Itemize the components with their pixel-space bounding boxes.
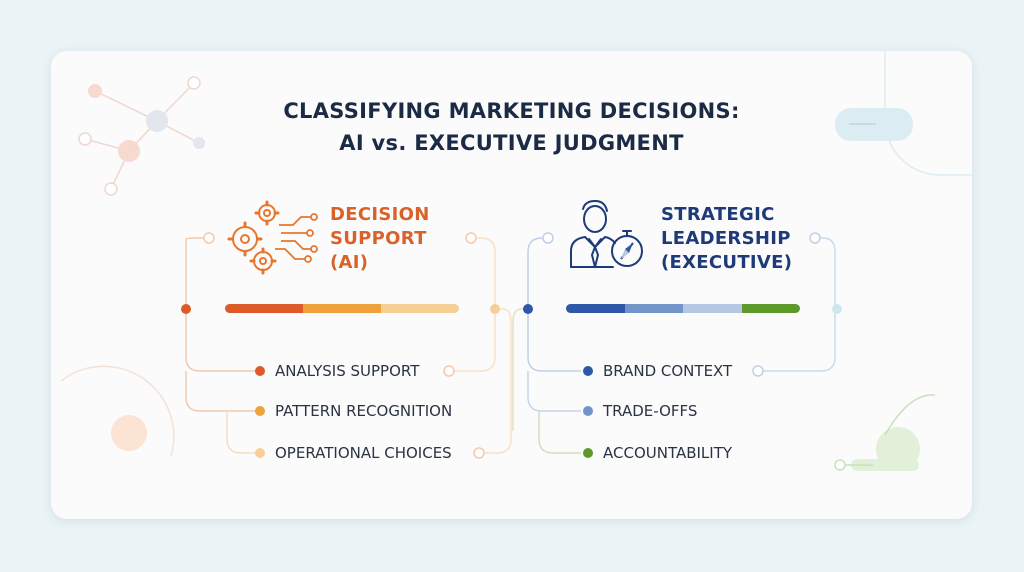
ai-heading: DECISION SUPPORT (AI) <box>330 203 430 275</box>
bullet-icon <box>583 448 593 458</box>
ai-bar-segment-3 <box>381 304 459 313</box>
list-item: TRADE-OFFS <box>583 402 697 420</box>
list-item-label: ANALYSIS SUPPORT <box>275 362 420 380</box>
executive-heading-line-2: LEADERSHIP <box>661 228 791 249</box>
list-item: OPERATIONAL CHOICES <box>255 444 452 462</box>
executive-bar-segment-3 <box>683 304 742 313</box>
executive-heading: STRATEGIC LEADERSHIP (EXECUTIVE) <box>661 203 792 275</box>
list-item: ACCOUNTABILITY <box>583 444 732 462</box>
page-title: CLASSIFYING MARKETING DECISIONS: <box>283 99 740 123</box>
list-item-label: TRADE-OFFS <box>603 402 698 420</box>
list-item-label: ACCOUNTABILITY <box>603 444 733 462</box>
gears-circuit-icon <box>227 200 318 275</box>
executive-heading-line-3: (EXECUTIVE) <box>661 252 793 273</box>
ai-bar-segment-2 <box>303 304 381 313</box>
executive-bar-segment-4 <box>741 304 800 313</box>
bullet-icon <box>255 366 265 376</box>
bullet-icon <box>255 406 265 416</box>
list-item-label: PATTERN RECOGNITION <box>275 402 453 420</box>
list-item-label: OPERATIONAL CHOICES <box>275 444 452 462</box>
bullet-icon <box>255 448 265 458</box>
bullet-icon <box>583 406 593 416</box>
page-subtitle: AI vs. EXECUTIVE JUDGMENT <box>339 131 684 155</box>
list-item-label: BRAND CONTEXT <box>603 362 733 380</box>
list-item: BRAND CONTEXT <box>583 362 732 380</box>
executive-bar-segment-2 <box>624 304 683 313</box>
list-item: ANALYSIS SUPPORT <box>255 362 419 380</box>
ai-heading-line-2: SUPPORT <box>330 228 427 249</box>
ai-heading-line-3: (AI) <box>330 252 369 273</box>
ai-spectrum-bar <box>225 304 459 313</box>
executive-heading-line-1: STRATEGIC <box>661 204 775 225</box>
executive-spectrum-bar <box>566 304 800 313</box>
infographic-card: CLASSIFYING MARKETING DECISIONS: AI vs. … <box>51 51 972 519</box>
bullet-icon <box>583 366 593 376</box>
executive-bar-segment-1 <box>566 304 625 313</box>
ai-bar-segment-1 <box>225 304 303 313</box>
ai-heading-line-1: DECISION <box>330 204 430 225</box>
list-item: PATTERN RECOGNITION <box>255 402 452 420</box>
executive-compass-icon <box>570 200 643 268</box>
